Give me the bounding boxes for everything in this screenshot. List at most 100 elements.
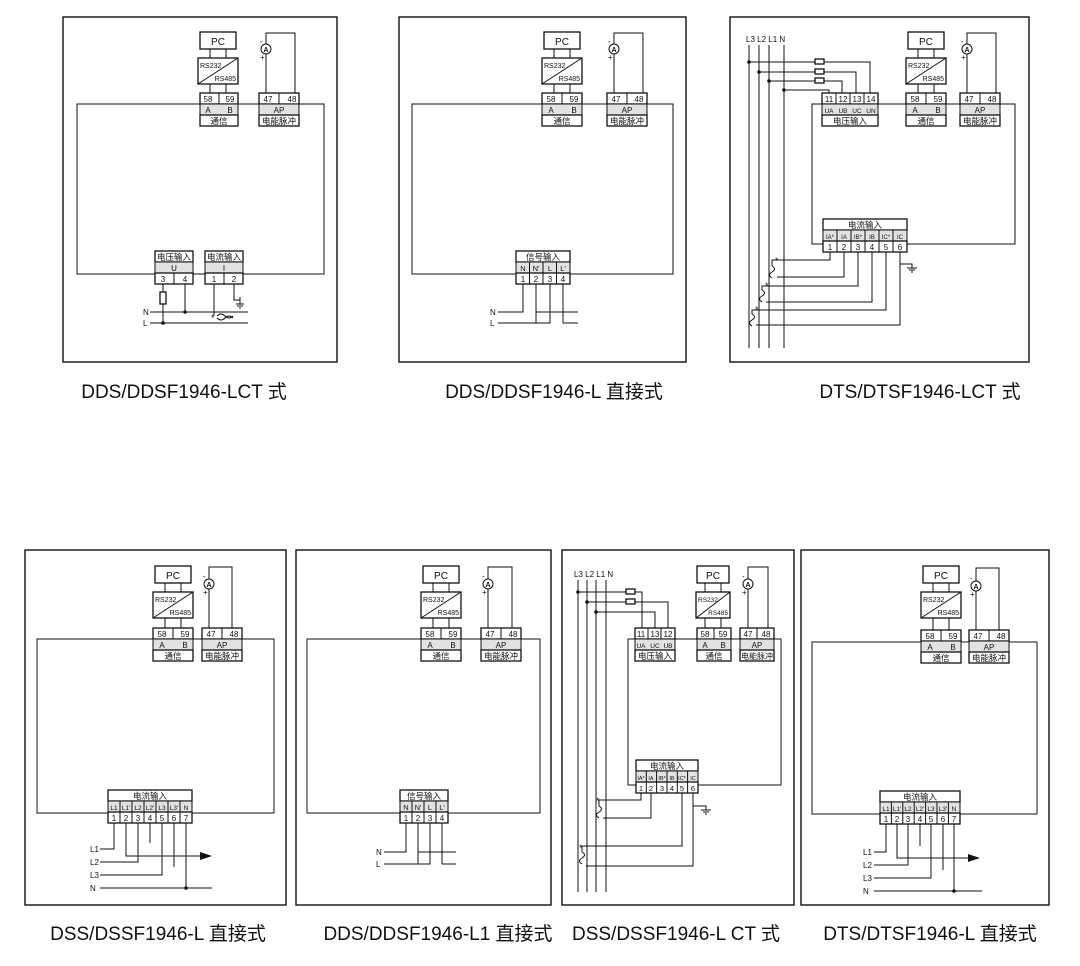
comm-terminal-59: 59 xyxy=(570,95,579,104)
comm-code-b: B xyxy=(935,106,940,115)
pulse-terminal-48: 48 xyxy=(288,95,297,104)
panel-p1: PC RS232 RS485 58 59 A B 通信 A -+ 47 48 A… xyxy=(62,16,338,403)
pulse-terminal-47: 47 xyxy=(612,95,621,104)
line-n-label: N xyxy=(376,848,382,857)
comm-terminal-59: 59 xyxy=(949,632,958,641)
current-terminal-6: 6 xyxy=(941,815,946,824)
current-code-2: IA xyxy=(648,776,654,782)
line-l1-label: L1 xyxy=(90,845,99,854)
comm-terminal-58: 58 xyxy=(204,95,213,104)
pulse-title: 电能脉冲 xyxy=(205,651,239,661)
line-l3-label: L3 xyxy=(863,874,872,883)
line-l3-label: L3 xyxy=(90,871,99,880)
comm-code-b: B xyxy=(450,641,455,650)
comm-terminal-58: 58 xyxy=(426,630,435,639)
comm-terminal-58: 58 xyxy=(547,95,556,104)
fuse-icon xyxy=(814,58,825,65)
pulse-code: AP xyxy=(622,106,633,115)
current-terminal-4: 4 xyxy=(918,815,923,824)
comm-title: 通信 xyxy=(432,651,450,661)
current-terminal-1: 1 xyxy=(639,784,643,793)
meter-body xyxy=(306,638,541,814)
current-code-5: L3 xyxy=(927,806,935,813)
pulse-terminal-47: 47 xyxy=(486,630,495,639)
current-code-3: L2 xyxy=(134,805,142,812)
pc-box xyxy=(199,31,237,50)
voltage-terminal-12: 12 xyxy=(664,630,673,639)
panel-p2: PC RS232 RS485 58 59 A B 通信 A -+ 47 48 A… xyxy=(398,16,687,403)
rs485-label: RS485 xyxy=(559,76,581,83)
voltage-terminal-13: 13 xyxy=(651,630,660,639)
comm-terminal-59: 59 xyxy=(181,630,190,639)
ct-coil-icon xyxy=(769,265,775,279)
current-code-4: IB xyxy=(869,235,875,241)
pulse-code: AP xyxy=(217,641,228,650)
current-terminal-6: 6 xyxy=(898,243,903,252)
rs232-label: RS232 xyxy=(908,63,930,70)
current-terminal-5: 5 xyxy=(680,784,684,793)
ct-coil-icon xyxy=(216,313,234,319)
signal-terminal-1: 1 xyxy=(404,814,409,823)
ct-polarity-star: * xyxy=(765,281,769,291)
ground-icon xyxy=(236,303,244,309)
voltage-input-title: 电压输入 xyxy=(157,252,192,262)
pulse-terminal-47: 47 xyxy=(744,630,753,639)
fuse-icon xyxy=(625,588,636,595)
current-code-3: IB* xyxy=(854,235,863,241)
signal-code-l: L xyxy=(548,264,552,273)
pulse-terminal-48: 48 xyxy=(230,630,239,639)
line-l-label: L xyxy=(143,319,148,328)
svg-text:+: + xyxy=(260,53,265,62)
phase-header: L3 L2 L1 N xyxy=(746,35,785,44)
svg-text:+: + xyxy=(961,53,966,62)
svg-text:A: A xyxy=(973,584,978,591)
current-terminal-5: 5 xyxy=(160,814,165,823)
comm-code-a: A xyxy=(912,106,918,115)
svg-text:A: A xyxy=(485,582,490,589)
current-terminal-6: 6 xyxy=(691,784,695,793)
current-terminal-5: 5 xyxy=(929,815,934,824)
rs232-label: RS232 xyxy=(544,63,566,70)
pc-box xyxy=(422,565,460,584)
voltage-terminal-4: 4 xyxy=(183,275,188,284)
current-input-title: 电流输入 xyxy=(133,791,168,801)
ct-polarity-star: * xyxy=(579,843,583,853)
current-terminal-3: 3 xyxy=(660,784,664,793)
svg-text:A: A xyxy=(263,47,268,54)
line-n-label: N xyxy=(143,308,149,317)
current-terminal-3: 3 xyxy=(136,814,141,823)
current-code-3: L2 xyxy=(904,806,912,813)
comm-code-a: A xyxy=(159,641,165,650)
signal-code-n: N xyxy=(403,803,408,812)
ct-coil-icon xyxy=(596,805,602,819)
svg-text:+: + xyxy=(203,588,208,597)
current-terminal-2: 2 xyxy=(842,243,847,252)
line-n-label: N xyxy=(90,884,96,893)
current-code-6: IC xyxy=(897,235,904,241)
comm-title: 通信 xyxy=(932,653,950,663)
comm-code-b: B xyxy=(182,641,187,650)
current-terminal-3: 3 xyxy=(906,815,911,824)
pc-label: PC xyxy=(166,571,180,582)
svg-text:+: + xyxy=(970,590,975,599)
panel-frame xyxy=(398,16,687,363)
current-code-6: L3' xyxy=(939,806,947,813)
pulse-code: AP xyxy=(975,106,986,115)
svg-text:-: - xyxy=(203,572,206,581)
comm-title: 通信 xyxy=(164,651,182,661)
pc-label: PC xyxy=(434,571,448,582)
comm-title: 通信 xyxy=(917,116,935,126)
current-code-3: IB* xyxy=(658,776,666,782)
pulse-terminal-47: 47 xyxy=(974,632,983,641)
voltage-input-title: 电压输入 xyxy=(638,651,673,661)
current-code-5: L3 xyxy=(158,805,166,812)
ct-polarity-star: * xyxy=(775,256,779,266)
current-terminal-2: 2 xyxy=(649,784,653,793)
voltage-terminal-14: 14 xyxy=(867,95,876,104)
ct-polarity-star: * xyxy=(211,313,215,323)
current-code: I xyxy=(223,264,225,273)
signal-terminal-3: 3 xyxy=(548,275,553,284)
rs232-label: RS232 xyxy=(200,63,222,70)
pulse-terminal-47: 47 xyxy=(264,95,273,104)
